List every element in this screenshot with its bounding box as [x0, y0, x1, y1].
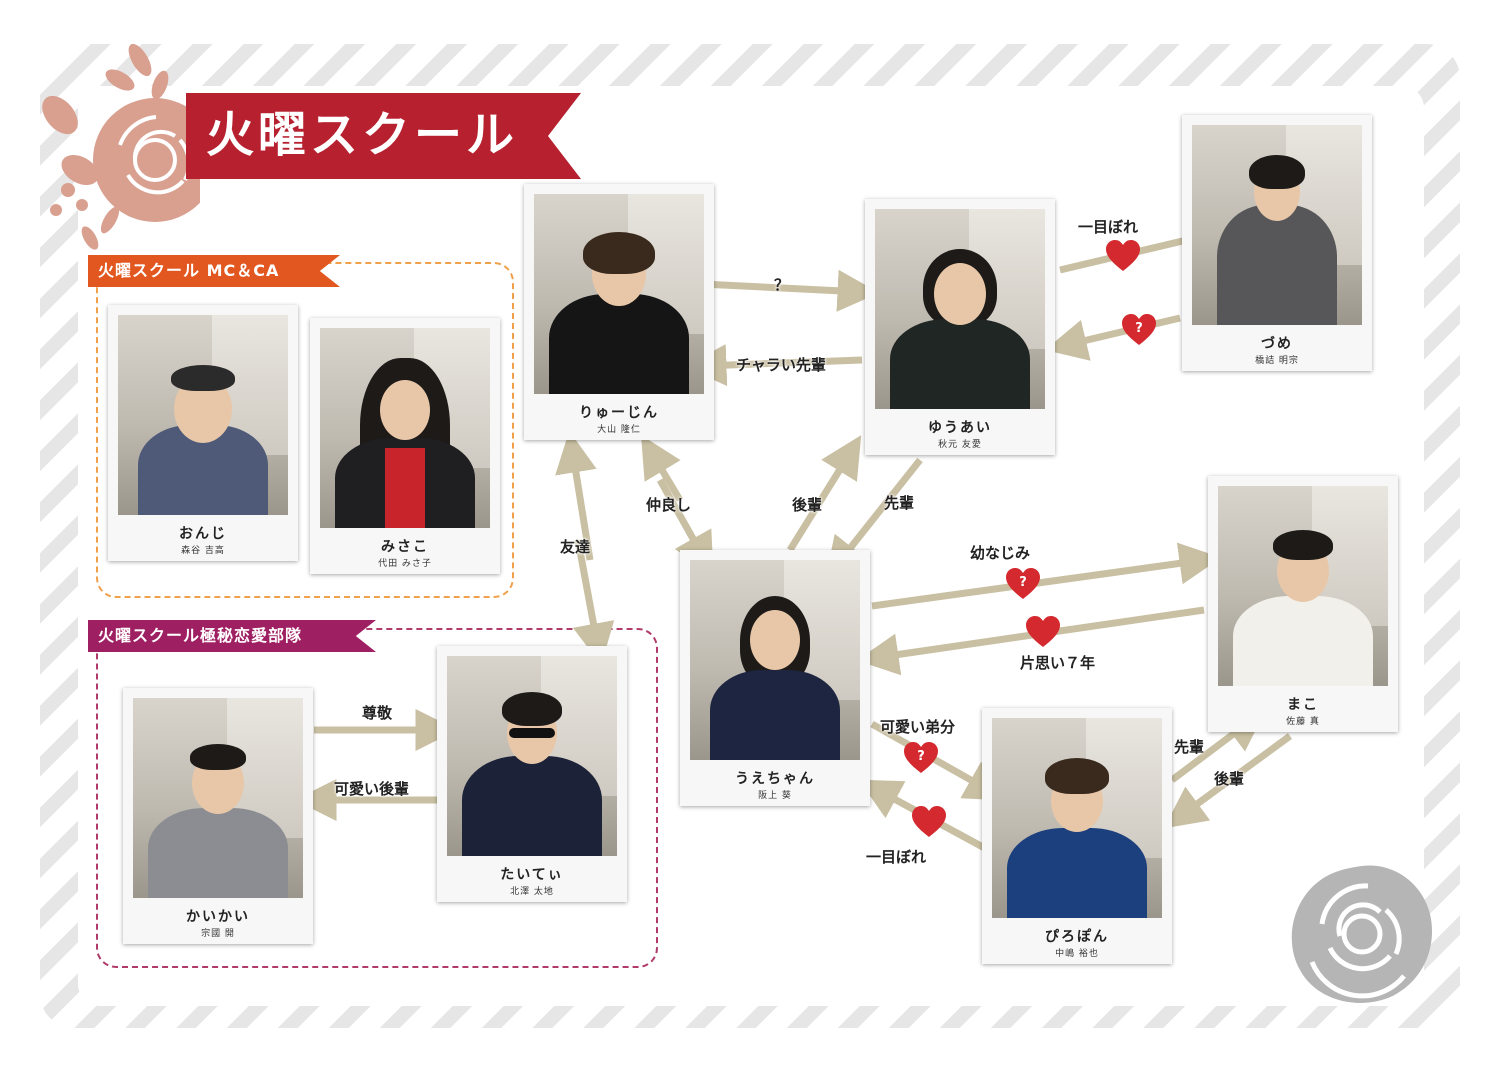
fullname-ryujin: 大山 隆仁: [597, 425, 641, 435]
title-banner: 火曜スクール: [186, 93, 581, 179]
rel-ryujin-uechan: 仲良し: [646, 496, 692, 514]
heart-mark: ?: [1135, 321, 1143, 336]
fullname-uechan: 阪上 葵: [758, 791, 792, 801]
arrow-ryujin-to-uechan: [656, 478, 714, 576]
gray-rose-decoration: [1291, 865, 1433, 1003]
rel-uechan-yuai: 後輩: [792, 496, 823, 514]
mc-group-label: 火曜スクール MC＆CA: [88, 255, 340, 287]
polaroid-kaikai: かいかい 宗國 開: [123, 688, 313, 944]
rel-piropon-uechan: 一目ぼれ: [866, 848, 927, 866]
arrow-uechan-to-yuai: [787, 435, 862, 552]
photo-yuai: [875, 209, 1045, 409]
pink-rose-decoration: [42, 43, 200, 250]
arrow-uechan-to-ryujin: [640, 434, 684, 502]
fullname-piropon: 中嶋 裕也: [1055, 949, 1099, 959]
photo-misako: [320, 328, 490, 528]
name-ryujin: りゅーじん: [579, 405, 659, 421]
name-misako: みさこ: [381, 539, 429, 555]
heart-question-icon: ?: [904, 742, 938, 774]
rel-ryujin-yuai: ？: [774, 276, 790, 294]
polaroid-misako: みさこ 代田 みさ子: [310, 318, 500, 574]
name-mako: まこ: [1287, 697, 1319, 713]
photo-ryujin: [534, 194, 704, 394]
rel-yuai-ryujin: チャラい先輩: [736, 356, 826, 374]
rel-taitei-kaikai: 可愛い後輩: [334, 780, 410, 798]
photo-onji: [118, 315, 288, 515]
heart-icon: [1026, 616, 1060, 648]
heart-question-icon: ?: [1006, 568, 1040, 600]
secret-group-box: [96, 628, 658, 968]
polaroid-taitei: たいてぃ 北澤 太地: [437, 646, 627, 902]
arrow-ryujin-to-yuai: [701, 269, 880, 312]
arrow-yuai-to-ryujin: [684, 344, 863, 387]
photo-uechan: [690, 560, 860, 760]
fullname-zume: 橋詰 明宗: [1255, 356, 1299, 366]
fullname-misako: 代田 みさ子: [378, 559, 432, 569]
polaroid-piropon: ぴろぽん 中嶋 裕也: [982, 708, 1172, 964]
arrow-zume-to-yuai: [1044, 314, 1181, 361]
rel-mako-piropon: 後輩: [1214, 770, 1245, 788]
rel-mako-uechan: 片思い７年: [1020, 654, 1096, 672]
arrow-ryujin-to-taitei: [572, 539, 615, 666]
fullname-onji: 森谷 吉高: [181, 546, 225, 556]
heart-mark: ?: [1019, 575, 1027, 590]
fullname-yuai: 秋元 友愛: [938, 440, 982, 450]
arrow-mako-to-piropon: [1163, 733, 1293, 829]
photo-zume: [1192, 125, 1362, 325]
polaroid-zume: づめ 橋詰 明宗: [1182, 115, 1372, 371]
name-yuai: ゆうあい: [928, 420, 992, 436]
name-piropon: ぴろぽん: [1045, 929, 1109, 945]
name-onji: おんじ: [179, 526, 227, 542]
secret-group-label: 火曜スクール極秘恋愛部隊: [88, 620, 376, 652]
heart-question-icon: ?: [1122, 314, 1156, 346]
fullname-mako: 佐藤 真: [1286, 717, 1320, 727]
name-uechan: うえちゃん: [735, 771, 815, 787]
polaroid-yuai: ゆうあい 秋元 友愛: [865, 199, 1055, 455]
photo-mako: [1218, 486, 1388, 686]
rel-yuai-uechan: 先輩: [884, 494, 915, 512]
photo-kaikai: [133, 698, 303, 898]
polaroid-ryujin: りゅーじん 大山 隆仁: [524, 184, 714, 440]
fullname-taitei: 北澤 太地: [510, 887, 554, 897]
polaroid-mako: まこ 佐藤 真: [1208, 476, 1398, 732]
rel-yuai-zume: 一目ぼれ: [1078, 218, 1139, 236]
name-zume: づめ: [1261, 336, 1293, 352]
name-taitei: たいてぃ: [500, 867, 564, 883]
heart-icon: [1106, 240, 1140, 272]
rel-uechan-piropon: 可愛い弟分: [880, 718, 956, 736]
rel-uechan-mako: 幼なじみ: [970, 544, 1031, 562]
name-kaikai: かいかい: [186, 909, 250, 925]
photo-piropon: [992, 718, 1162, 918]
page-title: 火曜スクール: [206, 107, 519, 163]
heart-mark: ?: [917, 749, 925, 764]
rel-ryujin-taitei: 友達: [560, 538, 591, 556]
fullname-kaikai: 宗國 開: [201, 929, 235, 939]
arrow-taitei-to-ryujin: [555, 430, 597, 561]
arrow-yuai-to-uechan: [825, 457, 923, 580]
rel-kaikai-taitei: 尊敬: [362, 704, 393, 722]
rel-piropon-mako: 先輩: [1174, 738, 1205, 756]
polaroid-onji: おんじ 森谷 吉高: [108, 305, 298, 561]
photo-taitei: [447, 656, 617, 856]
polaroid-uechan: うえちゃん 阪上 葵: [680, 550, 870, 806]
heart-icon: [912, 806, 946, 838]
